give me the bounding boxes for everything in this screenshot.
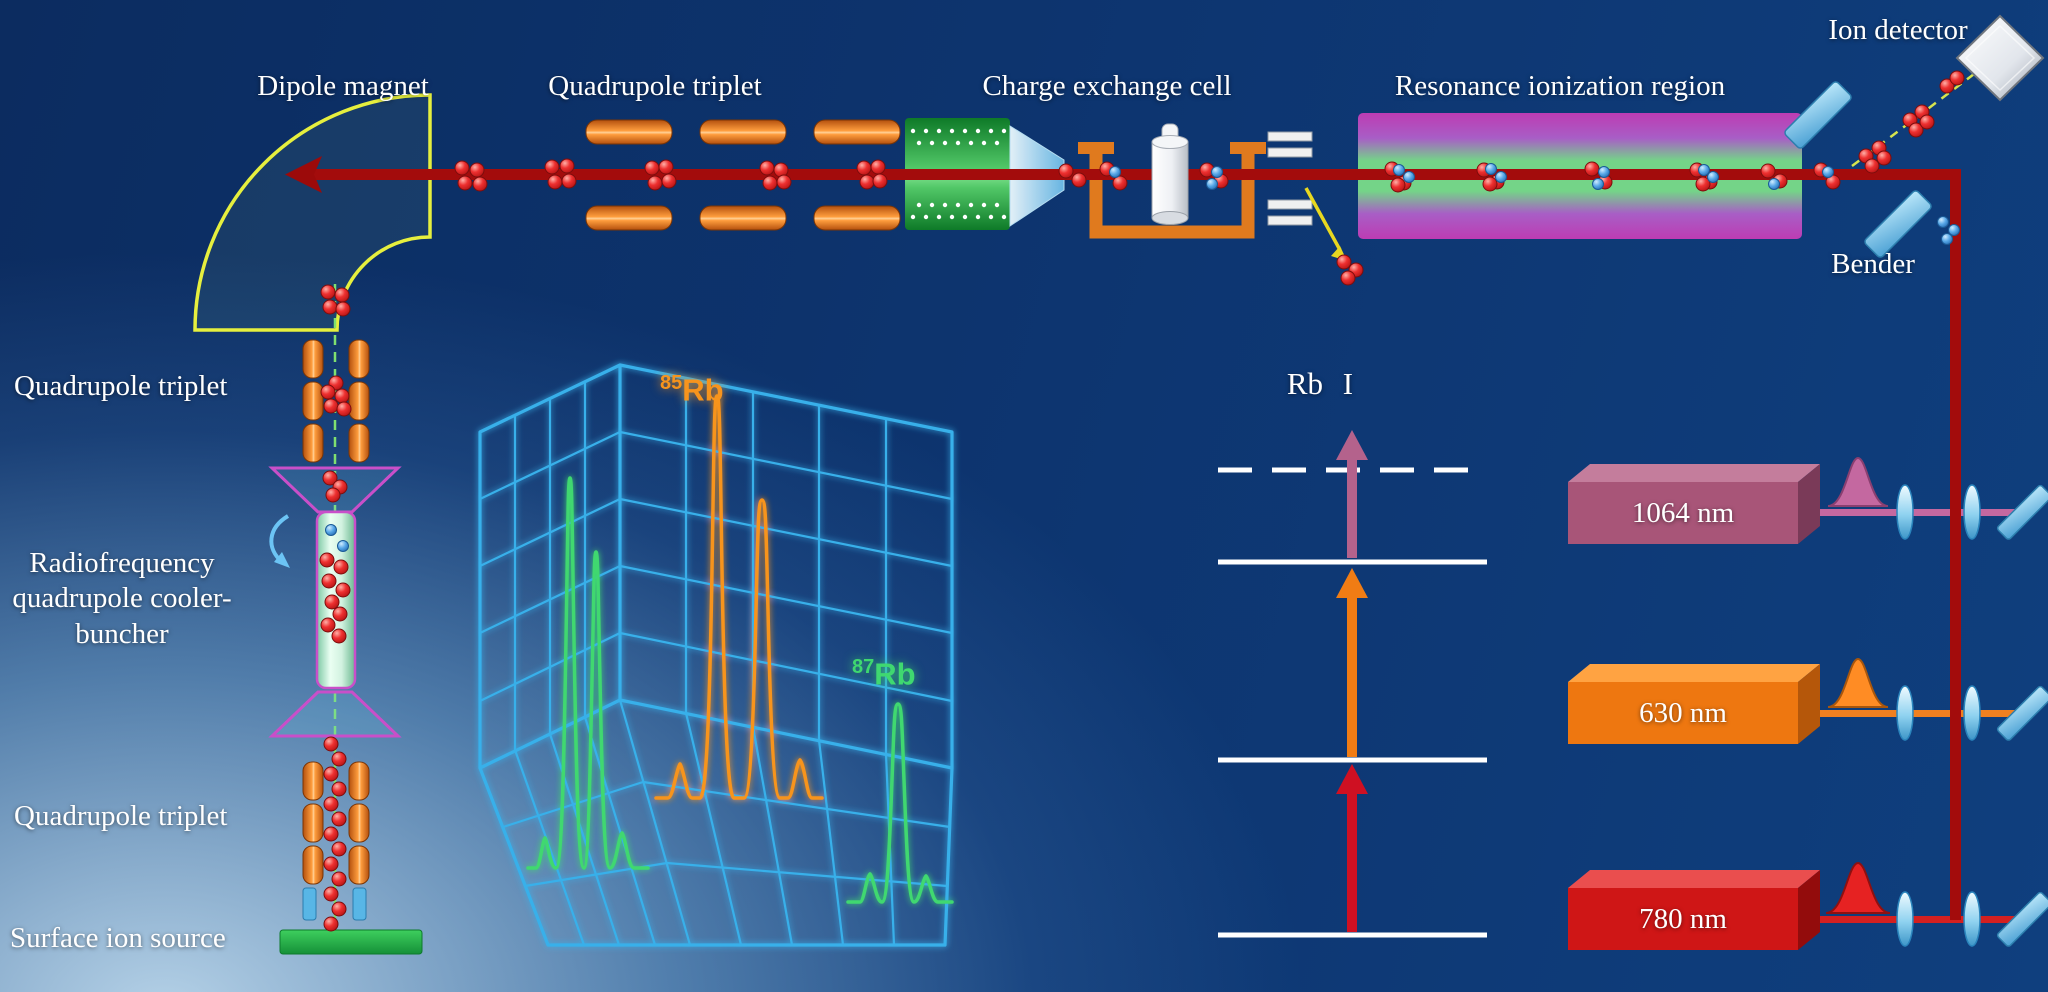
vapor-reservoir-cylinder: [1151, 141, 1189, 219]
laser-beam-630: [1820, 710, 2032, 717]
cec-vapor-trough: [1089, 148, 1255, 239]
surface-ion-source-label: Surface ion source: [10, 922, 226, 954]
laser-transport-beams: [1820, 509, 2032, 923]
rb87-spectrum-front: [846, 702, 954, 904]
quadrupole-triplet-lower-left: [302, 761, 370, 885]
bender-plate-upper: [1784, 81, 1852, 149]
plot-grid: [478, 363, 954, 947]
dipole-magnet: [193, 93, 432, 332]
cec-electrode-dots: [910, 128, 1007, 220]
rfq-cooler-buncher-label: Radiofrequency quadrupole cooler-buncher: [12, 547, 232, 650]
lens-icon: [1963, 484, 1981, 540]
laser-beam-780: [1820, 916, 2032, 923]
laser-box-1064: [1568, 464, 1820, 544]
pulse-icon-1064: [1827, 456, 1889, 507]
laser-630-label: 630 nm: [1639, 697, 1727, 729]
rb85-spectrum: [654, 394, 824, 800]
lens-icon: [1963, 685, 1981, 741]
mirror-icon: [1996, 891, 2048, 947]
surface-ion-source: [279, 929, 423, 955]
turning-mirrors: [1996, 484, 2048, 947]
bender-plate-lower: [1864, 190, 1932, 258]
rb85-peak-label: 85Rb: [660, 372, 724, 408]
einzel-lens-plates: [302, 887, 367, 921]
beamline-horizontal: [312, 169, 1961, 180]
vertical-beamline: [268, 284, 423, 955]
ion-detector: [1955, 14, 2045, 102]
rb85-mass-number: 85: [660, 372, 683, 394]
transition-arrow-1064: [1336, 430, 1368, 558]
pulse-icon-630: [1827, 657, 1889, 708]
energy-level-diagram: [1218, 430, 1487, 938]
mirror-icon: [1996, 484, 2048, 540]
lens-icon: [1963, 891, 1981, 947]
beam-arrowhead: [285, 156, 322, 193]
bender-label: Bender: [1831, 248, 1915, 280]
quadrupole-triplet-top: [585, 119, 901, 231]
rb85-symbol: Rb: [682, 372, 724, 408]
charge-exchange-cell-label: Charge exchange cell: [982, 70, 1232, 102]
laser-beam-1064: [1820, 509, 2032, 516]
ion-detector-facet: [1964, 24, 2036, 92]
rb87-mass-number: 87: [852, 656, 875, 678]
bender-and-detector: [1784, 14, 2045, 258]
lens-icon: [1896, 891, 1914, 947]
pulse-icon-780: [1825, 861, 1891, 914]
laser-box-630: [1568, 664, 1820, 744]
ion-detector-label: Ion detector: [1828, 14, 1968, 46]
laser-box-780: [1568, 870, 1820, 950]
ion-beam: [285, 156, 1961, 920]
beamline-vertical-right: [1950, 175, 1961, 920]
charge-exchange-cell-foreground: [1151, 123, 1347, 261]
quadrupole-triplet-upper-left-label: Quadrupole triplet: [14, 370, 228, 402]
steerer-plates: [1267, 131, 1313, 226]
deflected-ion-arrow: [1304, 187, 1342, 251]
lens-icon: [1896, 685, 1914, 741]
quadrupole-triplet-lower-left-label: Quadrupole triplet: [14, 800, 228, 832]
quadrupole-triplet-upper-left: [302, 339, 370, 463]
rb87-spectrum-back: [526, 476, 650, 870]
rb87-symbol: Rb: [874, 656, 916, 692]
laser-1064-label: 1064 nm: [1631, 497, 1735, 529]
rfq-exit-funnel: [268, 690, 402, 738]
rb87-peak-label: 87Rb: [852, 656, 916, 692]
beam-lenses: [1896, 484, 1981, 947]
transition-arrow-630: [1336, 568, 1368, 757]
mirror-icon: [1996, 685, 2048, 741]
laser-780-label: 780 nm: [1639, 903, 1727, 935]
transition-arrow-780: [1336, 764, 1368, 932]
lens-icon: [1896, 484, 1914, 540]
quadrupole-triplet-top-label: Quadrupole triplet: [548, 70, 762, 102]
laser-stations: [1568, 456, 2048, 950]
cylinder-top: [1151, 135, 1189, 149]
buffer-gas-arrowhead: [274, 552, 290, 568]
dipole-magnet-label: Dipole magnet: [257, 70, 429, 102]
cylinder-bottom: [1151, 211, 1189, 225]
resonance-ionization-region-label: Resonance ionization region: [1394, 70, 1726, 102]
spectrum-plot-3d: [478, 363, 954, 947]
energy-diagram-title: Rb I: [1286, 366, 1354, 401]
